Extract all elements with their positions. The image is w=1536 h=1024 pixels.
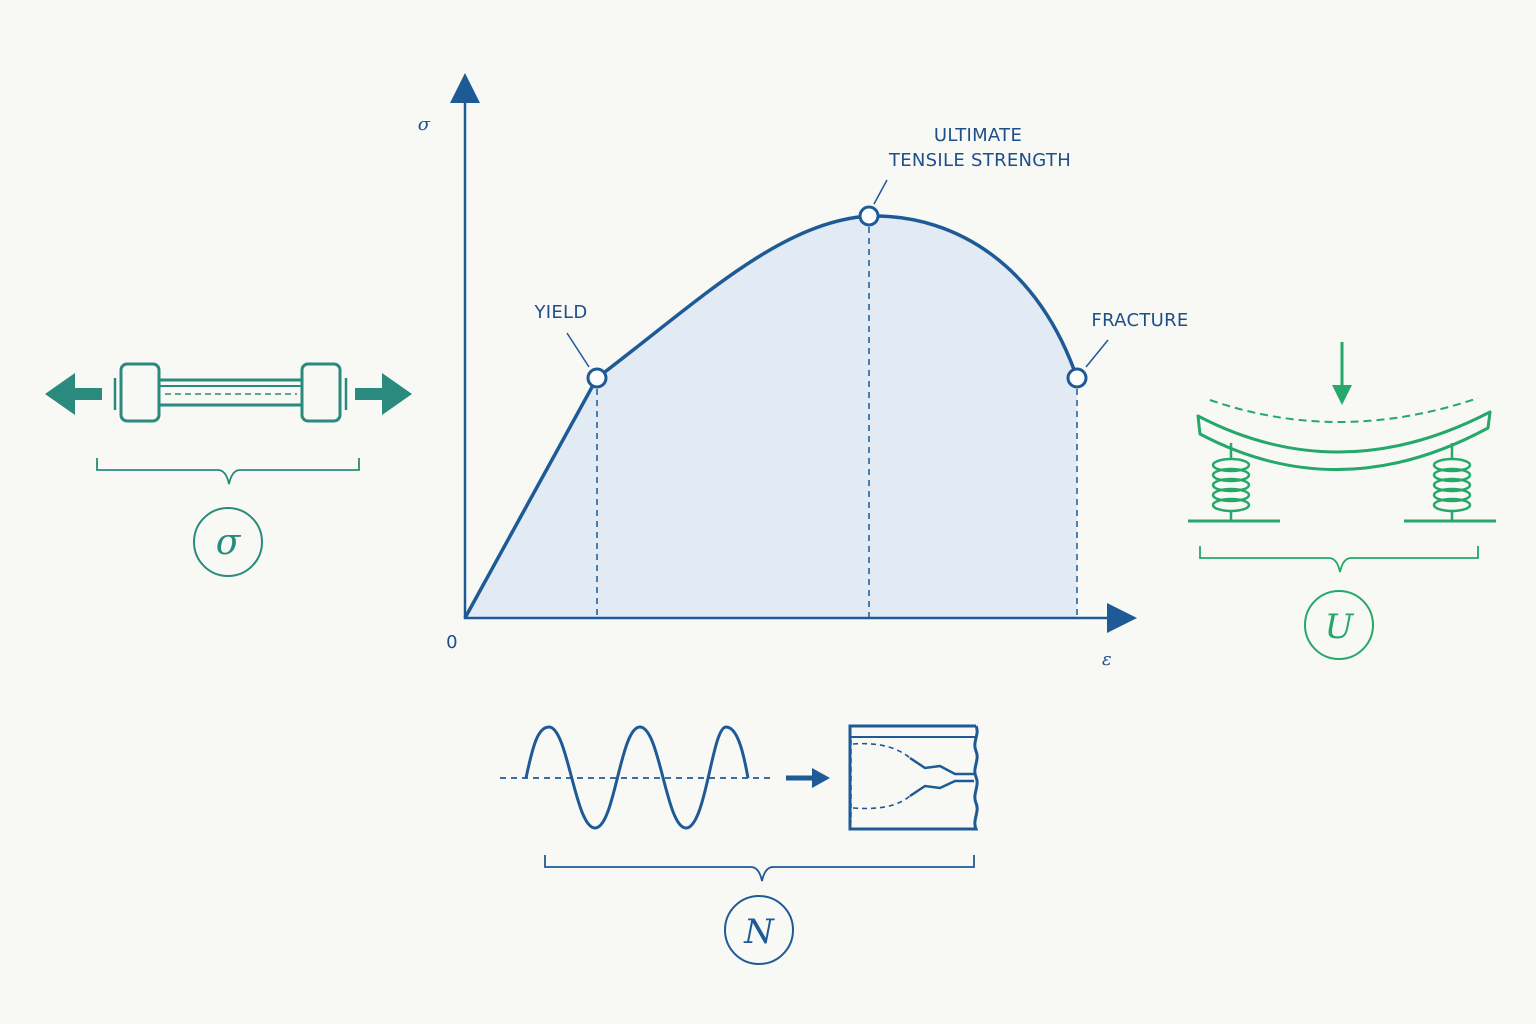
fatigue-symbol-circle bbox=[724, 895, 794, 965]
tension-symbol: σ bbox=[216, 522, 242, 563]
origin-label: 0 bbox=[446, 632, 458, 653]
y-axis-label: σ bbox=[418, 114, 431, 135]
uts-point-marker bbox=[858, 205, 880, 227]
uts-label-line1: ULTIMATE bbox=[934, 125, 1022, 146]
spring-beam-icon bbox=[1188, 342, 1496, 523]
specimen-bar bbox=[157, 378, 304, 407]
uts-leader bbox=[873, 179, 888, 205]
cyclic-load-crack-icon bbox=[500, 724, 979, 831]
load-arrow-head bbox=[1332, 385, 1352, 405]
fracture-leader bbox=[1085, 339, 1109, 368]
right-pull-arrow bbox=[355, 373, 412, 415]
tension-symbol-circle bbox=[193, 507, 263, 577]
crack-lower-boundary bbox=[852, 795, 911, 810]
fatigue-symbol: N bbox=[743, 912, 775, 952]
fracture-point-marker bbox=[1066, 367, 1088, 389]
yield-point-marker bbox=[586, 367, 608, 389]
cracked-specimen bbox=[848, 724, 979, 831]
energy-symbol: U bbox=[1325, 607, 1355, 647]
left-spring bbox=[1211, 443, 1251, 521]
right-spring bbox=[1432, 443, 1472, 521]
crack-upper-boundary bbox=[852, 742, 911, 759]
process-arrow-head bbox=[812, 768, 830, 788]
energy-symbol-circle bbox=[1304, 590, 1374, 660]
x-axis-label: ε bbox=[1102, 649, 1112, 670]
stress-strain-chart: σ ε 0 YIELD ULTIMATE TENSILE STRENGTH FR… bbox=[418, 73, 1188, 670]
yield-leader bbox=[566, 332, 590, 368]
undeformed-beam-outline bbox=[1209, 397, 1479, 423]
fatigue-brace bbox=[544, 855, 975, 882]
right-grip bbox=[300, 362, 342, 423]
fracture-label: FRACTURE bbox=[1091, 310, 1188, 331]
curve-area bbox=[465, 215, 1077, 618]
tension-panel: σ bbox=[45, 362, 412, 577]
cyclic-wave bbox=[524, 725, 750, 830]
uts-label-line2: TENSILE STRENGTH bbox=[888, 150, 1071, 171]
crack-path bbox=[909, 756, 974, 798]
yield-label: YIELD bbox=[533, 302, 587, 323]
tensile-specimen-icon bbox=[45, 362, 412, 423]
deflected-beam bbox=[1196, 410, 1492, 471]
fatigue-panel: N bbox=[500, 724, 979, 965]
left-pull-arrow bbox=[45, 373, 102, 415]
energy-panel: U bbox=[1188, 342, 1496, 660]
tension-brace bbox=[96, 458, 360, 485]
energy-brace bbox=[1199, 546, 1479, 573]
left-grip bbox=[119, 362, 161, 423]
